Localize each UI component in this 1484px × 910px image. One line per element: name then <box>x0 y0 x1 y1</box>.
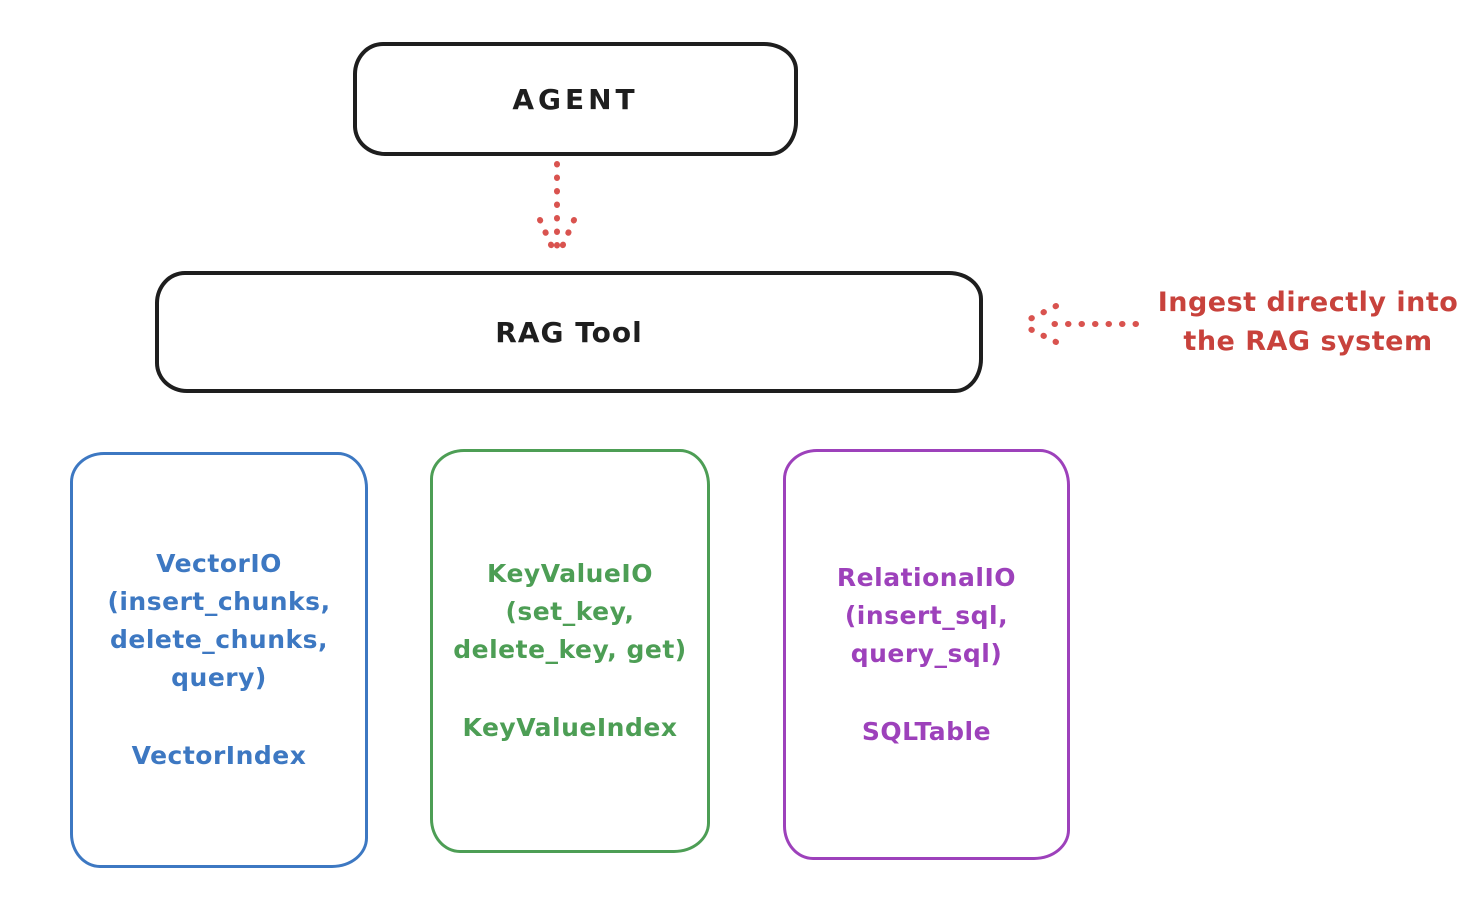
rag-tool-node: RAG Tool <box>155 271 983 393</box>
key-value-io-title-line: KeyValueIO <box>487 559 653 588</box>
ingest-annotation: Ingest directly into the RAG system <box>1140 283 1476 361</box>
key-value-io-title-line: delete_key, get) <box>453 635 687 664</box>
relational-io-text: RelationalIO (insert_sql, query_sql) SQL… <box>837 559 1016 751</box>
vector-io-title-line: VectorIO <box>156 549 282 578</box>
vector-index-label: VectorIndex <box>131 741 307 770</box>
vector-io-title-line: delete_chunks, <box>110 625 328 654</box>
vector-io-text: VectorIO (insert_chunks, delete_chunks, … <box>107 545 330 775</box>
ingest-to-ragtool-arrow-icon <box>1019 303 1139 345</box>
vector-io-title-line: (insert_chunks, <box>107 587 331 616</box>
key-value-index-label: KeyValueIndex <box>462 713 678 742</box>
agent-node: AGENT <box>353 42 798 156</box>
agent-to-ragtool-arrow-icon <box>537 161 577 259</box>
key-value-io-node: KeyValueIO (set_key, delete_key, get) Ke… <box>430 449 710 853</box>
relational-io-title-line: RelationalIO <box>836 562 1017 592</box>
key-value-io-text: KeyValueIO (set_key, delete_key, get) Ke… <box>453 555 686 747</box>
relational-io-node: RelationalIO (insert_sql, query_sql) SQL… <box>783 449 1070 860</box>
ingest-annotation-line2: the RAG system <box>1183 326 1433 357</box>
relational-io-title-line: query_sql) <box>850 638 1003 668</box>
agent-label: AGENT <box>512 82 639 116</box>
sql-table-label: SQLTable <box>861 716 992 746</box>
vector-io-node: VectorIO (insert_chunks, delete_chunks, … <box>70 452 368 868</box>
relational-io-title-line: (insert_sql, <box>844 600 1009 630</box>
rag-tool-label: RAG Tool <box>495 315 643 349</box>
ingest-annotation-line1: Ingest directly into <box>1157 287 1459 318</box>
key-value-io-title-line: (set_key, <box>505 597 635 626</box>
vector-io-title-line: query) <box>171 663 267 692</box>
